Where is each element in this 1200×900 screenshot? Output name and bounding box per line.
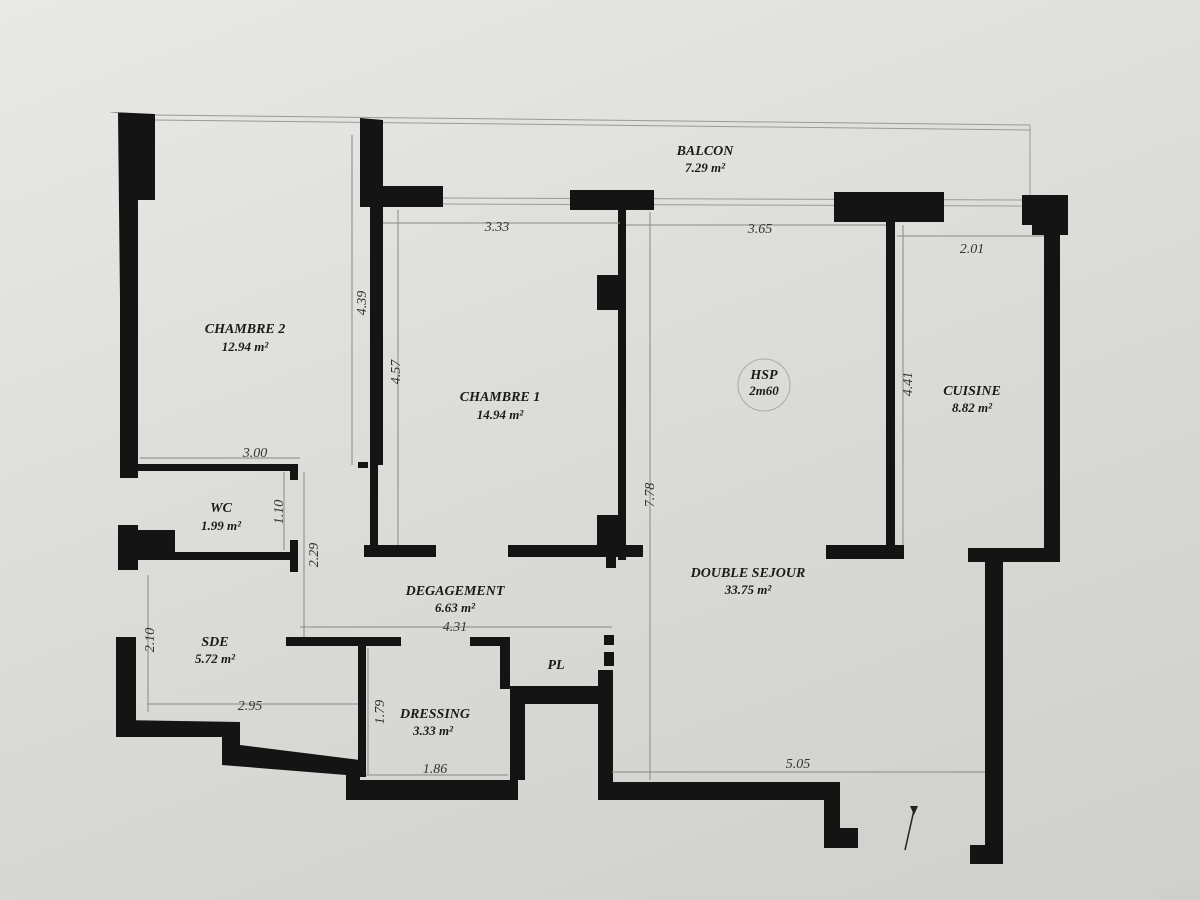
wall-bottom-sejour — [598, 782, 858, 848]
dim-label: 4.57 — [389, 359, 404, 385]
wall-dressing-top-right — [470, 637, 505, 646]
wall-cuisine-bottom-left — [826, 545, 904, 559]
entrance-arrow-icon — [904, 806, 918, 851]
pl-label: PL — [547, 658, 564, 673]
chambre1-label: CHAMBRE 1 — [460, 390, 541, 405]
dim-label: 2.29 — [307, 543, 322, 568]
dim-label: 3.33 — [484, 220, 510, 235]
wall-wc-right-top — [290, 464, 298, 480]
walls — [110, 112, 1068, 864]
wc-label: WC — [210, 501, 232, 516]
dim-label: 7.78 — [643, 483, 658, 508]
chambre2-area: 12.94 m² — [222, 339, 270, 354]
dimension-lines — [140, 135, 1044, 780]
dim-label: 4.39 — [355, 291, 370, 316]
wall-top-center — [570, 190, 654, 210]
wall-top-right — [834, 192, 944, 222]
balcon-label: BALCON — [676, 144, 735, 159]
cuisine-label: CUISINE — [943, 384, 1001, 399]
wall-sejour-right-foot — [970, 845, 1003, 864]
wall-pl-mid — [604, 652, 614, 666]
dim-label: 1.10 — [272, 500, 287, 525]
dim-label: 4.31 — [443, 620, 468, 635]
hsp-label: HSP — [749, 368, 778, 383]
wall-pl-right — [598, 670, 613, 800]
cuisine-area: 8.82 m² — [952, 400, 993, 415]
wall-sde-left — [116, 637, 136, 737]
double-sejour-area: 33.75 m² — [724, 582, 773, 597]
wall-dressing-left — [358, 637, 366, 777]
dim-label: 2.95 — [238, 699, 263, 714]
wall-cuisine-bottom — [968, 548, 1060, 562]
dim-label: 3.00 — [242, 446, 268, 461]
wall-cuisine-left — [886, 222, 895, 552]
wc-area: 1.99 m² — [201, 518, 242, 533]
degagement-label: DEGAGEMENT — [405, 584, 506, 599]
chambre2-label: CHAMBRE 2 — [205, 322, 286, 337]
wall-wc-left — [118, 525, 138, 570]
dim-label: 4.41 — [901, 372, 916, 397]
hsp-value: 2m60 — [748, 383, 779, 398]
wall-dressing-right — [500, 637, 510, 689]
sde-area: 5.72 m² — [195, 651, 236, 666]
dressing-label: DRESSING — [399, 707, 470, 722]
wall-ch1-left — [360, 118, 443, 545]
wall-left-exterior — [110, 112, 155, 478]
wall-sde-top — [286, 637, 401, 646]
wall-sejour-right — [985, 562, 1003, 864]
dim-label: 2.01 — [960, 242, 985, 257]
dim-label: 1.86 — [423, 762, 448, 777]
wall-ch2-bottom — [138, 464, 298, 471]
dim-label: 1.79 — [373, 700, 388, 725]
wall-sejour-stub — [606, 550, 616, 568]
wall-ch1-stub — [358, 462, 368, 468]
wall-pl-top — [604, 635, 614, 645]
degagement-area: 6.63 m² — [435, 600, 476, 615]
dressing-area: 3.33 m² — [412, 723, 454, 738]
dim-label: 2.10 — [143, 628, 158, 653]
wall-pl — [510, 686, 598, 780]
wall-column-1 — [597, 275, 623, 310]
wall-bottom-left — [116, 720, 518, 800]
wall-wc-bottom — [138, 530, 298, 572]
wall-ch1-right — [618, 210, 626, 560]
balcon-area: 7.29 m² — [685, 160, 726, 175]
dim-label: 3.65 — [747, 222, 773, 237]
dim-label: 5.05 — [786, 757, 811, 772]
hsp-marker — [737, 358, 791, 412]
wall-column-2 — [597, 515, 623, 550]
wall-ch1-bottom-left — [364, 545, 436, 557]
sde-label: SDE — [201, 635, 228, 650]
double-sejour-label: DOUBLE SEJOUR — [690, 566, 806, 581]
chambre1-area: 14.94 m² — [477, 407, 525, 422]
wall-right-exterior — [1022, 195, 1068, 560]
